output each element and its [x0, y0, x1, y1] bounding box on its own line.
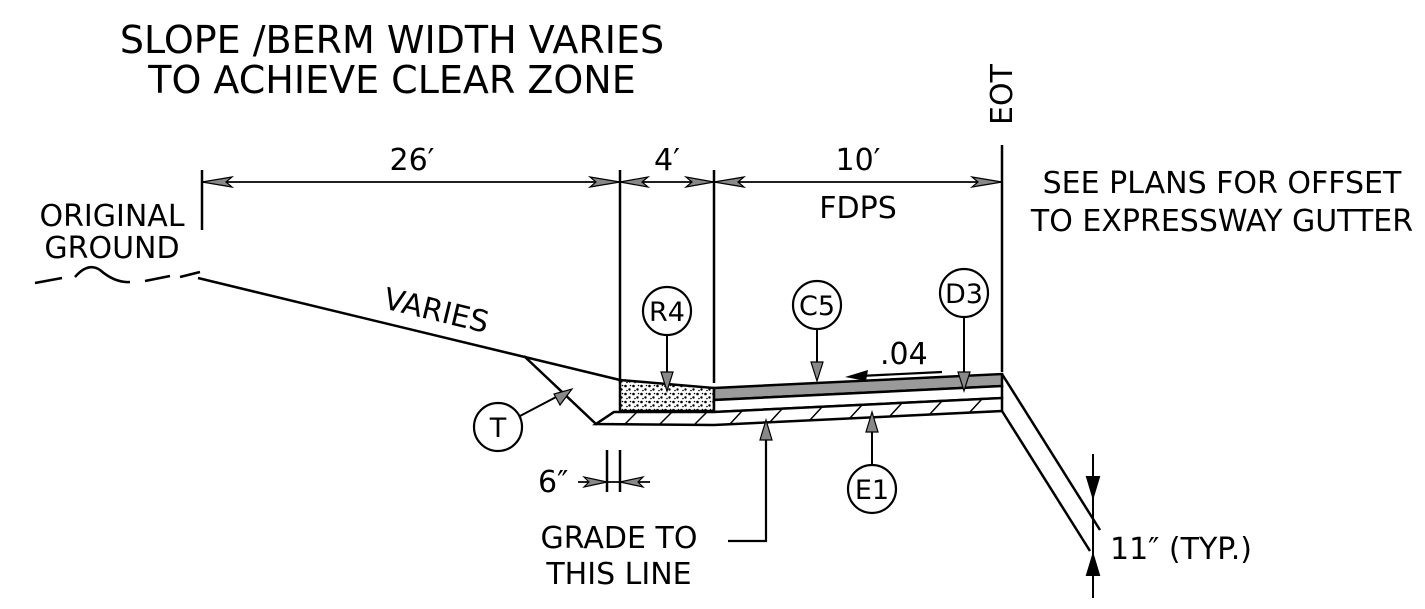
original-ground-line-1: ORIGINAL	[39, 199, 184, 234]
subgrade-hatch	[624, 398, 983, 425]
thickness-dimension	[1085, 454, 1101, 598]
grade-leader-arrow	[759, 417, 773, 441]
original-ground-line	[34, 265, 201, 285]
grade-leader	[728, 432, 768, 543]
callout-e1: E1	[846, 409, 898, 515]
dimension-lines	[201, 176, 1003, 188]
callout-c5-label: C5	[799, 291, 835, 322]
callout-c5: C5	[791, 279, 843, 383]
offset-note-line-1: SEE PLANS FOR OFFSET	[1043, 166, 1402, 201]
offset-dimension	[578, 475, 650, 489]
callout-d3: D3	[938, 267, 990, 393]
eot-label: EOT	[985, 63, 1020, 125]
shoulder-type-label: FDPS	[819, 191, 897, 226]
cross-slope-label: .04	[880, 337, 928, 372]
thickness-label: 11″ (TYP.)	[1110, 532, 1252, 567]
callout-r4-label: R4	[649, 297, 685, 328]
cross-slope-arrow	[859, 370, 943, 378]
foreslope	[1000, 373, 1102, 552]
dimension-10ft: 10′	[836, 143, 881, 178]
callout-t: T	[472, 387, 574, 453]
title-line-2: TO ACHIEVE CLEAR ZONE	[147, 58, 636, 102]
cross-slope-arrowhead	[845, 370, 868, 381]
grade-note-line-2: THIS LINE	[545, 557, 691, 592]
original-ground-line-2: GROUND	[44, 231, 179, 266]
dimension-26ft: 26′	[390, 143, 435, 178]
slope-varies-label: VARIES	[380, 282, 492, 341]
callout-t-label: T	[489, 413, 507, 444]
callout-d3-label: D3	[945, 279, 983, 310]
offset-note-line-2: TO EXPRESSWAY GUTTER	[1030, 204, 1413, 239]
slope-line	[197, 276, 621, 382]
dimension-4ft: 4′	[654, 143, 680, 178]
callout-e1-label: E1	[855, 475, 889, 506]
grade-note-line-1: GRADE TO	[541, 521, 698, 556]
offset-label: 6″	[538, 465, 568, 500]
title-line-1: SLOPE /BERM WIDTH VARIES	[120, 18, 664, 62]
callout-r4: R4	[641, 285, 693, 393]
